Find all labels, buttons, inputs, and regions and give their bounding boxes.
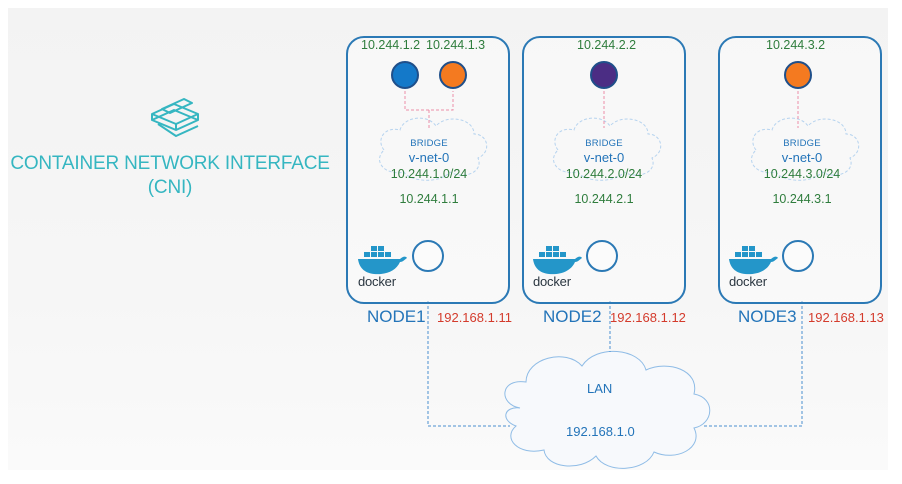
bridge-node1: BRIDGE v-net-0 10.244.1.0/24 bbox=[369, 138, 489, 182]
bridge-title: BRIDGE bbox=[410, 138, 448, 149]
lan-subnet: 192.168.1.0 bbox=[566, 424, 635, 439]
lan-wire-node1 bbox=[427, 301, 510, 427]
bridge-node3: BRIDGE v-net-0 10.244.3.0/24 bbox=[742, 138, 862, 182]
pod-node2-a[interactable] bbox=[590, 61, 618, 89]
node3-eth-interface[interactable] bbox=[782, 240, 814, 272]
bridge-title: BRIDGE bbox=[783, 138, 821, 149]
pod-ip: 10.244.1.2 bbox=[361, 38, 421, 52]
pod-node1-a[interactable] bbox=[391, 61, 419, 89]
pod-ip: 10.244.2.2 bbox=[577, 38, 637, 52]
docker-logo-icon: docker bbox=[727, 242, 779, 290]
pod-links bbox=[404, 91, 799, 130]
node1-eth-interface[interactable] bbox=[412, 240, 444, 272]
docker-label: docker bbox=[729, 274, 767, 289]
cni-title-line2: (CNI) bbox=[147, 177, 193, 198]
bridge-title: BRIDGE bbox=[585, 138, 623, 149]
lan-wires bbox=[427, 301, 803, 427]
node1-label: NODE1 bbox=[367, 307, 426, 326]
pod-ip: 10.244.3.2 bbox=[766, 38, 826, 52]
pod-node3-a[interactable] bbox=[784, 61, 812, 89]
bridge-subnet: 10.244.3.0/24 bbox=[763, 167, 841, 181]
bridge-name: v-net-0 bbox=[408, 150, 450, 165]
node3-label: NODE3 bbox=[738, 307, 797, 326]
bridge-subnet: 10.244.1.0/24 bbox=[390, 167, 468, 181]
cni-title-line1: CONTAINER NETWORK INTERFACE bbox=[10, 153, 330, 174]
docker-label: docker bbox=[358, 274, 396, 289]
gateway-ip: 10.244.3.1 bbox=[772, 192, 832, 206]
node2-eth-interface[interactable] bbox=[586, 240, 618, 272]
cni-title: CONTAINER NETWORK INTERFACE (CNI) bbox=[0, 152, 340, 200]
node2-ip: 192.168.1.12 bbox=[610, 310, 686, 325]
node2-label: NODE2 bbox=[543, 307, 602, 326]
gateway-ip: 10.244.1.1 bbox=[399, 192, 459, 206]
bridge-name: v-net-0 bbox=[583, 150, 625, 165]
pod-ip: 10.244.1.3 bbox=[426, 38, 486, 52]
bridge-subnet: 10.244.2.0/24 bbox=[565, 167, 643, 181]
gateway-ip: 10.244.2.1 bbox=[574, 192, 634, 206]
docker-logo-icon: docker bbox=[356, 242, 408, 290]
lan-wire-node3 bbox=[702, 301, 803, 427]
lan-label: LAN bbox=[587, 381, 613, 396]
bridge-node2: BRIDGE v-net-0 10.244.2.0/24 bbox=[544, 138, 664, 182]
node1-ip: 192.168.1.11 bbox=[437, 310, 512, 325]
cni-logo-icon bbox=[151, 98, 199, 137]
lan-cloud bbox=[504, 351, 711, 469]
pod-node1-b[interactable] bbox=[439, 61, 467, 89]
docker-label: docker bbox=[533, 274, 571, 289]
node3-ip: 192.168.1.13 bbox=[808, 310, 884, 325]
bridge-name: v-net-0 bbox=[781, 150, 823, 165]
docker-logo-icon: docker bbox=[531, 242, 583, 290]
